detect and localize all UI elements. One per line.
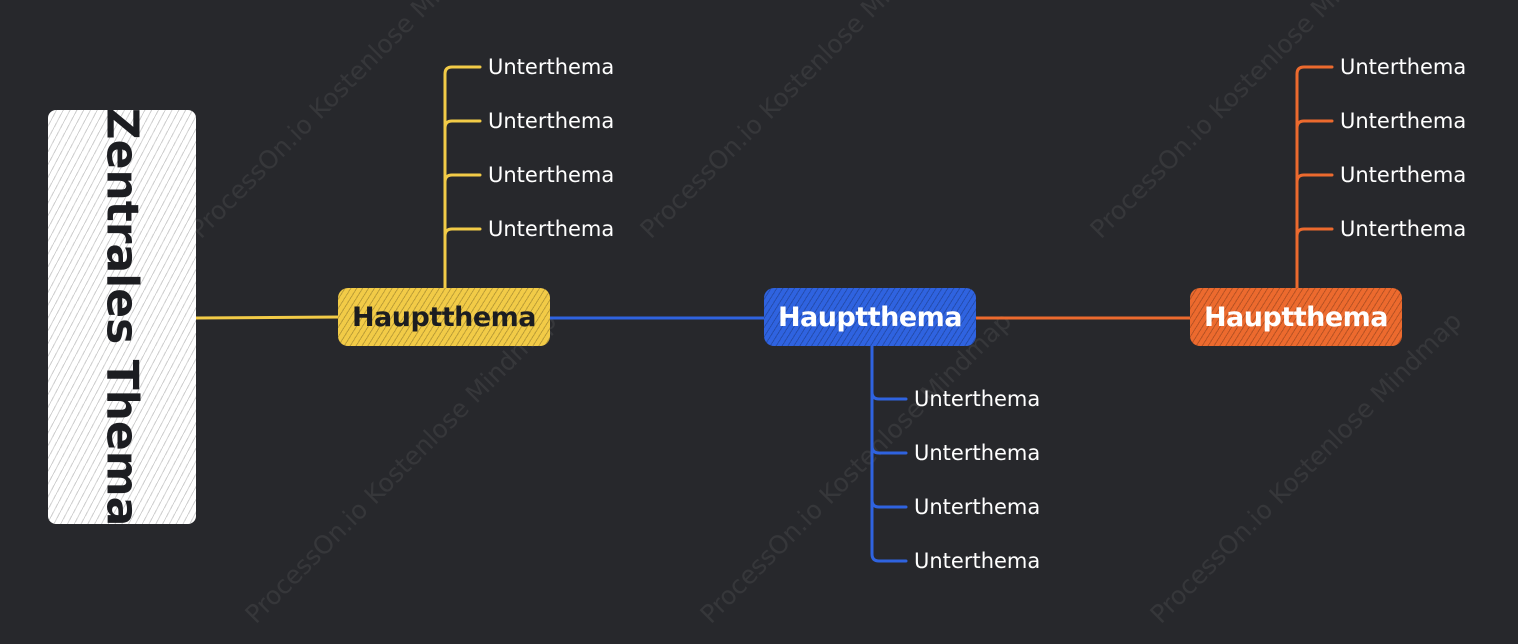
subtopic[interactable]: Unterthema <box>488 55 615 79</box>
central-topic-label: Zentrales Thema <box>96 110 148 524</box>
subtopic-tree-main1 <box>443 65 482 292</box>
subtopic[interactable]: Unterthema <box>1340 109 1467 133</box>
main-topic-label: Hauptthema <box>1203 301 1389 333</box>
main-topic-1[interactable]: Hauptthema <box>338 288 550 346</box>
subtopic[interactable]: Unterthema <box>914 549 1041 573</box>
subtopic[interactable]: Unterthema <box>1340 217 1467 241</box>
subtopic[interactable]: Unterthema <box>1340 55 1467 79</box>
main-topic-label: Hauptthema <box>777 301 963 333</box>
subtopic-tree-main2 <box>870 344 908 563</box>
central-topic[interactable]: Zentrales Thema <box>48 110 196 524</box>
subtopic[interactable]: Unterthema <box>488 109 615 133</box>
central-topic-texture <box>48 110 196 524</box>
connector-central-main1 <box>195 315 341 320</box>
main-topic-texture <box>338 288 550 346</box>
subtopic[interactable]: Unterthema <box>914 387 1041 411</box>
subtopic[interactable]: Unterthema <box>488 163 615 187</box>
subtopic-tree-main3 <box>1295 65 1334 292</box>
subtopic[interactable]: Unterthema <box>914 495 1041 519</box>
main-topic-2[interactable]: Hauptthema <box>764 288 976 346</box>
main-topic-texture <box>1190 288 1402 346</box>
main-topic-label: Hauptthema <box>351 301 537 333</box>
subtopic[interactable]: Unterthema <box>914 441 1041 465</box>
subtopic[interactable]: Unterthema <box>1340 163 1467 187</box>
main-topic-texture <box>764 288 976 346</box>
subtopic[interactable]: Unterthema <box>488 217 615 241</box>
main-topic-3[interactable]: Hauptthema <box>1190 288 1402 346</box>
